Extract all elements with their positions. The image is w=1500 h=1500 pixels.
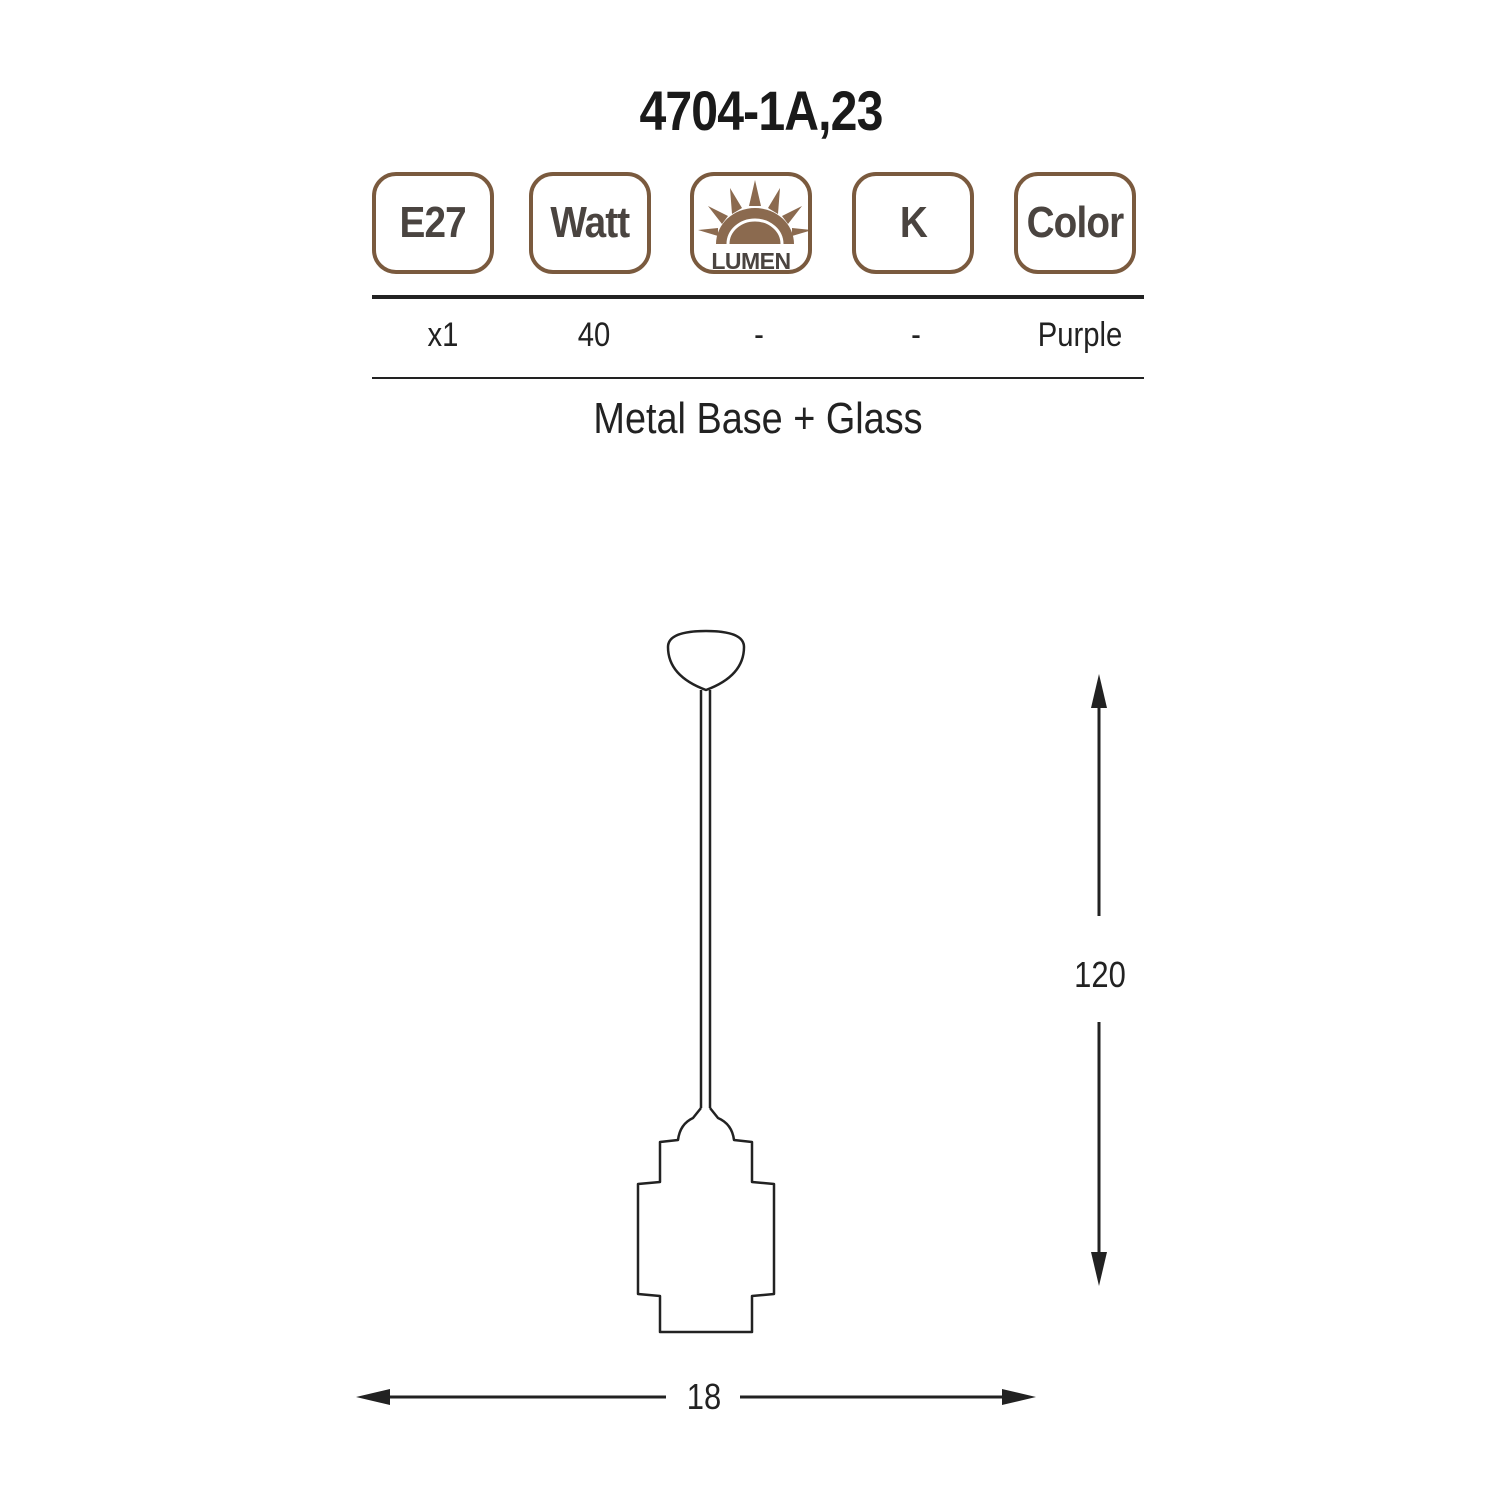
- arrow-up-icon: [1091, 674, 1107, 708]
- sun-rising-icon: [698, 180, 808, 245]
- height-value: 120: [1074, 954, 1126, 995]
- width-value: 18: [686, 1376, 722, 1417]
- spec-table-top-rule: [372, 295, 1144, 299]
- color-badge: Color: [1014, 172, 1136, 274]
- width-dimension: [356, 1389, 1036, 1405]
- socket-value: x1: [427, 316, 459, 354]
- kelvin-label: K: [899, 198, 927, 247]
- lumen-badge: LUMEN: [690, 172, 812, 274]
- watt-label: Watt: [550, 198, 631, 247]
- kelvin-badge: K: [852, 172, 974, 274]
- watt-value: 40: [577, 316, 611, 354]
- glass-shade: [636, 1107, 776, 1334]
- color-label: Color: [1026, 198, 1125, 247]
- color-value: Purple: [1037, 316, 1123, 354]
- watt-badge: Watt: [529, 172, 651, 274]
- lumen-value: -: [754, 316, 764, 354]
- kelvin-value: -: [911, 316, 921, 354]
- spec-table-bottom-rule: [372, 377, 1144, 379]
- socket-badge: E27: [372, 172, 494, 274]
- ceiling-canopy: [666, 629, 746, 692]
- arrow-left-icon: [356, 1389, 390, 1405]
- product-code: 4704-1A,23: [639, 79, 883, 142]
- arrow-right-icon: [1002, 1389, 1036, 1405]
- height-dimension: [1091, 674, 1107, 1286]
- arrow-down-icon: [1091, 1252, 1107, 1286]
- lumen-label: LUMEN: [711, 248, 791, 274]
- material-description: Metal Base + Glass: [593, 394, 923, 443]
- socket-label: E27: [399, 198, 467, 247]
